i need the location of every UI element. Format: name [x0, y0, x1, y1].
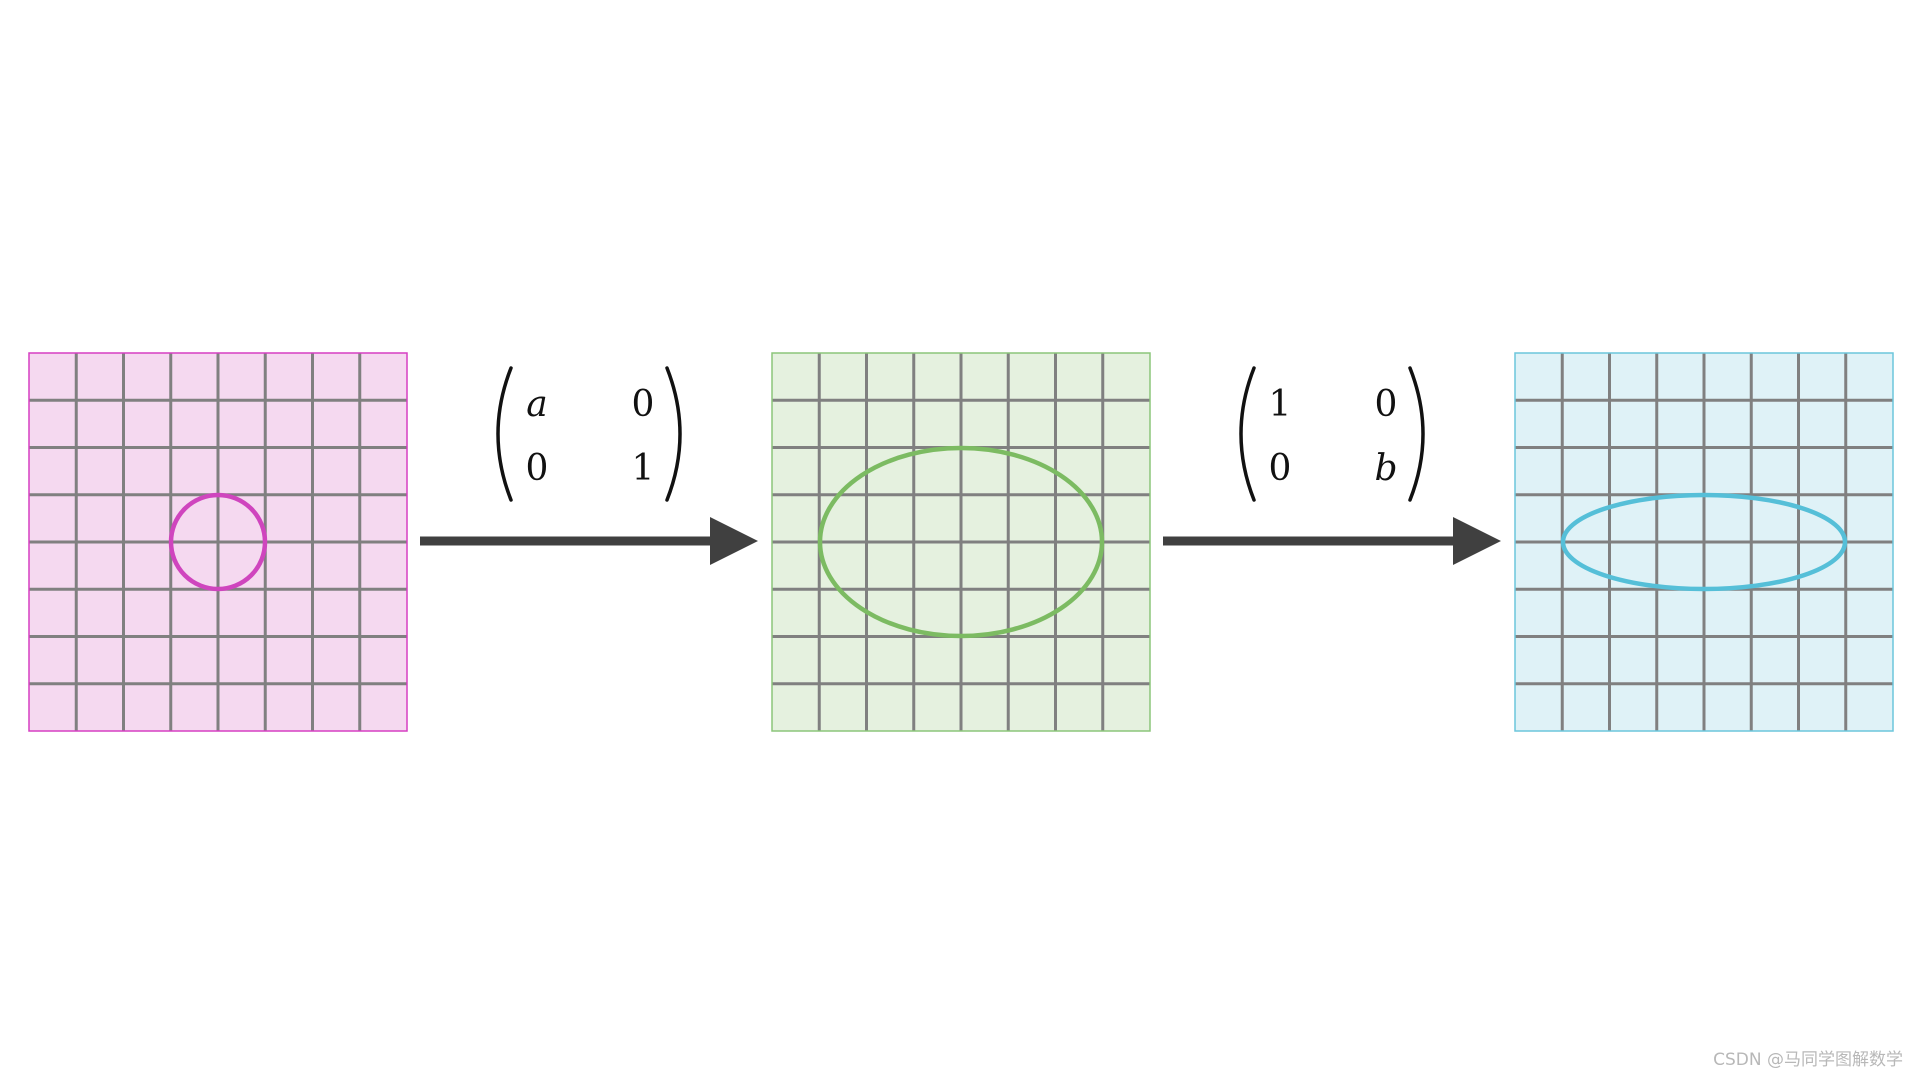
left-parenthesis	[496, 366, 513, 502]
matrix-entry: 0	[526, 448, 549, 489]
matrix-entry: 0	[1375, 384, 1398, 425]
matrix-entry: a	[526, 384, 547, 425]
grid-panel-after-first	[771, 352, 1151, 732]
matrix-entry: b	[1374, 448, 1397, 489]
matrix-entry: 0	[632, 384, 655, 425]
matrices: a 0 0 1 1 0 0 b	[496, 366, 1425, 502]
arrow-head	[1453, 517, 1501, 565]
right-parenthesis	[665, 366, 682, 502]
right-parenthesis	[1408, 366, 1425, 502]
scaling-matrix-1: a 0 0 1	[496, 366, 682, 502]
grid-panel-original	[28, 352, 408, 732]
unit-circle	[168, 492, 268, 592]
matrix-entry: 1	[1269, 384, 1292, 425]
grid-border	[771, 352, 1151, 732]
grid-border	[28, 352, 408, 732]
transformed-ellipse	[1560, 492, 1848, 592]
arrows	[420, 517, 1501, 565]
arrow-head	[710, 517, 758, 565]
left-parenthesis	[1239, 366, 1256, 502]
transform-arrow-2	[1163, 517, 1501, 565]
matrix-entry: 0	[1269, 448, 1292, 489]
panels	[28, 352, 1894, 732]
transformed-ellipse	[817, 445, 1105, 639]
watermark: CSDN @马同学图解数学	[1713, 1050, 1903, 1070]
transform-arrow-1	[420, 517, 758, 565]
grid-border	[1514, 352, 1894, 732]
matrix-entry: 1	[632, 448, 655, 489]
scaling-matrix-2: 1 0 0 b	[1239, 366, 1425, 502]
grid-panel-after-second	[1514, 352, 1894, 732]
